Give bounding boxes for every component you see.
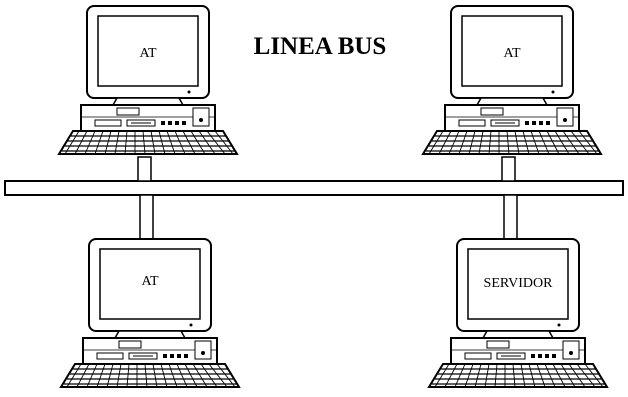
computer-icon-bottom-right: SERVIDOR [428, 238, 608, 388]
diagram-title: LINEA BUS [254, 33, 387, 60]
computer-icon-top-left: AT [58, 5, 238, 155]
node-label-bottom-left: AT [141, 274, 159, 289]
connector-top-left [137, 156, 152, 182]
connector-top-right [501, 156, 516, 182]
bus-line [4, 180, 624, 196]
node-label-top-right: AT [503, 46, 521, 61]
connector-bottom-left [139, 194, 154, 240]
node-label-bottom-right: SERVIDOR [484, 276, 554, 291]
computer-icon-bottom-left: AT [60, 238, 240, 388]
connector-bottom-right [503, 194, 518, 240]
node-label-top-left: AT [139, 46, 157, 61]
computer-icon-top-right: AT [422, 5, 602, 155]
